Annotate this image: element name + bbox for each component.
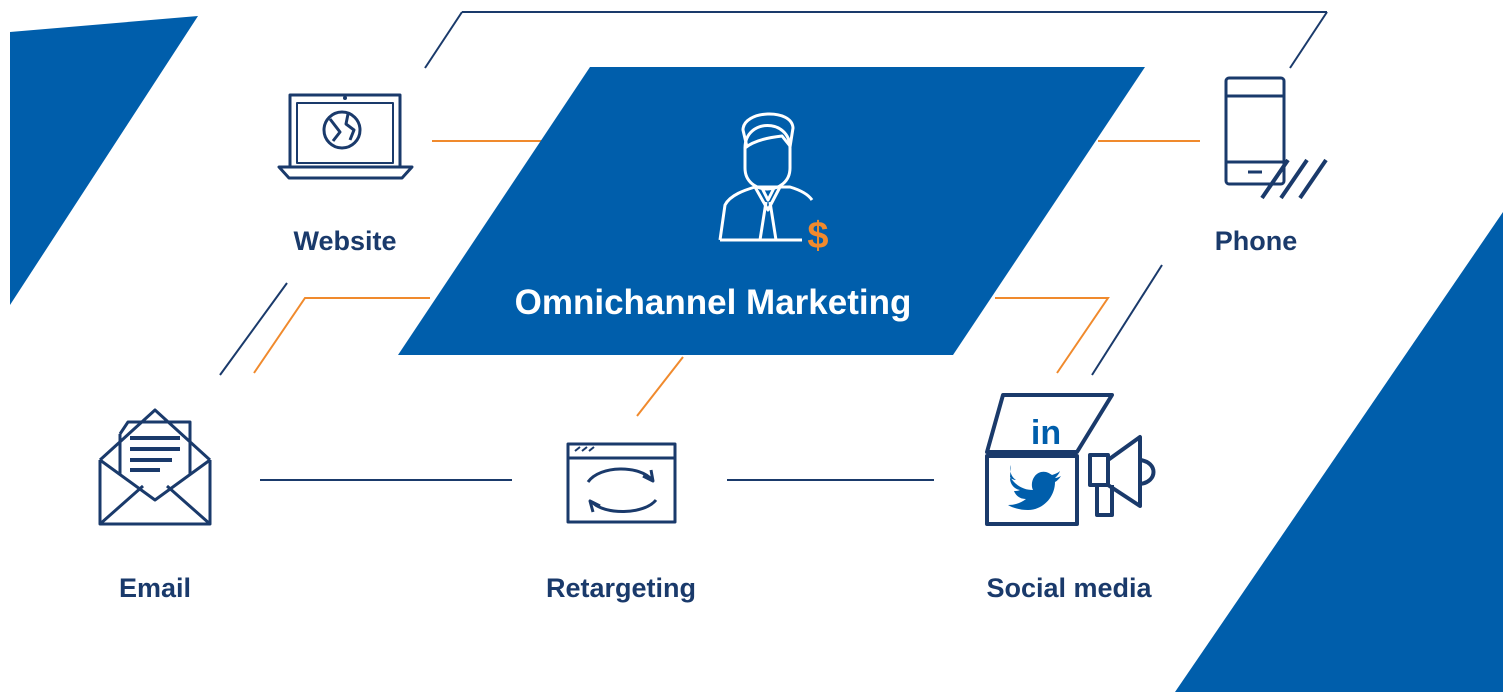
businessman-dollar-icon	[718, 112, 814, 242]
browser-refresh-icon	[566, 442, 677, 524]
orange-connectors	[253, 140, 1200, 417]
twitter-bird-icon	[1008, 465, 1061, 510]
bottom-right-decor-shape	[1175, 212, 1503, 692]
outline-lines	[219, 11, 1328, 481]
smartphone-icon	[1224, 76, 1328, 200]
channel-label-email: Email	[118, 573, 192, 603]
dollar-sign: $	[807, 215, 828, 257]
laptop-globe-icon	[277, 93, 414, 180]
center-title: Omnichannel Marketing	[514, 283, 912, 322]
channel-label-social-media: Social media	[986, 573, 1152, 603]
linkedin-text: in	[1031, 414, 1061, 452]
social-media-megaphone-icon: in	[985, 393, 1156, 526]
envelope-letter-icon	[98, 408, 212, 526]
channel-label-phone: Phone	[1214, 226, 1298, 256]
channel-label-retargeting: Retargeting	[545, 573, 697, 603]
channel-label-website: Website	[293, 226, 397, 256]
top-left-decor-shape	[10, 16, 198, 305]
